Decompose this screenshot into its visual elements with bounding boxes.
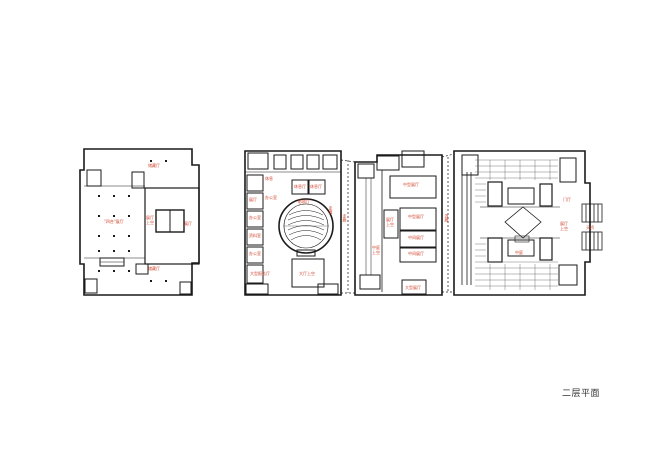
label-b2-g: 办公室: [249, 251, 261, 256]
label-b2-e: 办公室: [249, 215, 261, 220]
label-b1-bottom: 储藏厅: [148, 266, 160, 271]
label-b2-h: 办公室: [265, 195, 277, 200]
building-4-grid: [475, 159, 558, 290]
label-b3-d: 中间展厅: [408, 251, 424, 256]
label-b4-c: 展厅 上空: [560, 221, 568, 231]
label-b2-theatre: 影剧厅: [298, 199, 310, 204]
label-b2-f: 资料室: [249, 233, 261, 238]
label-b3-link: 连廊: [444, 214, 450, 222]
label-b3-g: 展厅 上空: [386, 217, 394, 227]
building-4-outline: [453, 150, 591, 296]
label-b1-top: 储藏厅: [148, 163, 160, 168]
label-b3-a: 中型展厅: [403, 182, 419, 187]
label-b2-c: 休息厅: [310, 184, 322, 189]
label-b2-d: 展厅: [249, 197, 257, 202]
theatre-auditorium: [278, 198, 334, 257]
label-b4-a: 中庭: [515, 250, 523, 255]
label-b3-f: 中庭 上空: [372, 245, 380, 255]
label-b2-l: 走廊: [342, 214, 348, 222]
label-b2-a: 休息: [265, 176, 273, 181]
building-1-outline: [79, 148, 200, 296]
label-b4-d: 天桥: [586, 225, 594, 230]
label-b1-right: 展厅: [184, 221, 192, 226]
label-b2-j: 大型报告厅: [250, 271, 270, 276]
connecting-dashed-lines: [340, 153, 455, 294]
label-b3-e: 大型展厅: [405, 285, 421, 290]
label-b2-i: 大厅上空: [299, 271, 315, 276]
label-b4-b: 门厅: [563, 197, 571, 202]
label-b3-b: 中型展厅: [408, 214, 424, 219]
label-b3-c: 中间展厅: [408, 235, 424, 240]
building-2-outline: [244, 150, 342, 296]
label-b1-core: 展厅 上空: [146, 215, 154, 225]
label-b2-b: 休息厅: [294, 184, 306, 189]
building-3-outline: [354, 150, 443, 296]
label-b1-main: "四合"展厅: [104, 219, 124, 224]
label-b2-k: 走道: [328, 206, 334, 214]
drawing-caption: 二层平面: [562, 389, 601, 399]
building-1-columns: [98, 160, 167, 282]
bridge-east: [581, 203, 603, 251]
